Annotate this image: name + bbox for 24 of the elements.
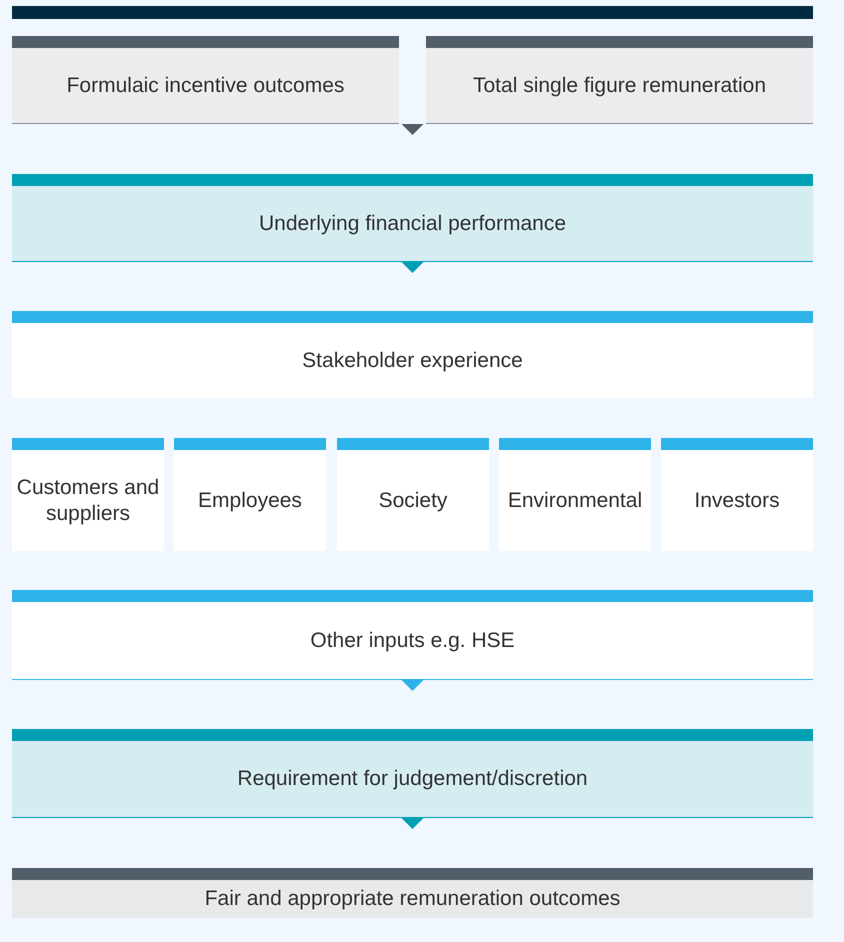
box-label: Fair and appropriate remuneration outcomes: [204, 886, 620, 912]
box-label: Other inputs e.g. HSE: [310, 628, 515, 654]
process-box: [12, 438, 164, 551]
box-label: Environmental: [508, 488, 642, 514]
process-box: [12, 311, 813, 398]
process-box: [12, 590, 813, 680]
box-label: Employees: [198, 488, 302, 514]
box-label: Underlying financial performance: [259, 210, 566, 236]
box-label: Formulaic incentive outcomes: [66, 72, 344, 98]
process-box: [12, 868, 813, 918]
box-label: Requirement for judgement/discretion: [237, 766, 588, 792]
process-box: [12, 36, 399, 124]
process-box: [174, 438, 326, 551]
process-box: [499, 438, 651, 551]
box-label: Customers and suppliers: [16, 474, 160, 526]
process-box: [426, 36, 813, 124]
process-box: [337, 438, 489, 551]
box-label: Stakeholder experience: [302, 348, 523, 374]
process-box: [661, 438, 813, 551]
process-box: [12, 729, 813, 818]
box-label: Society: [378, 488, 448, 514]
process-box: [12, 174, 813, 262]
box-label: Investors: [694, 488, 780, 514]
box-label: Total single figure remuneration: [473, 72, 766, 98]
